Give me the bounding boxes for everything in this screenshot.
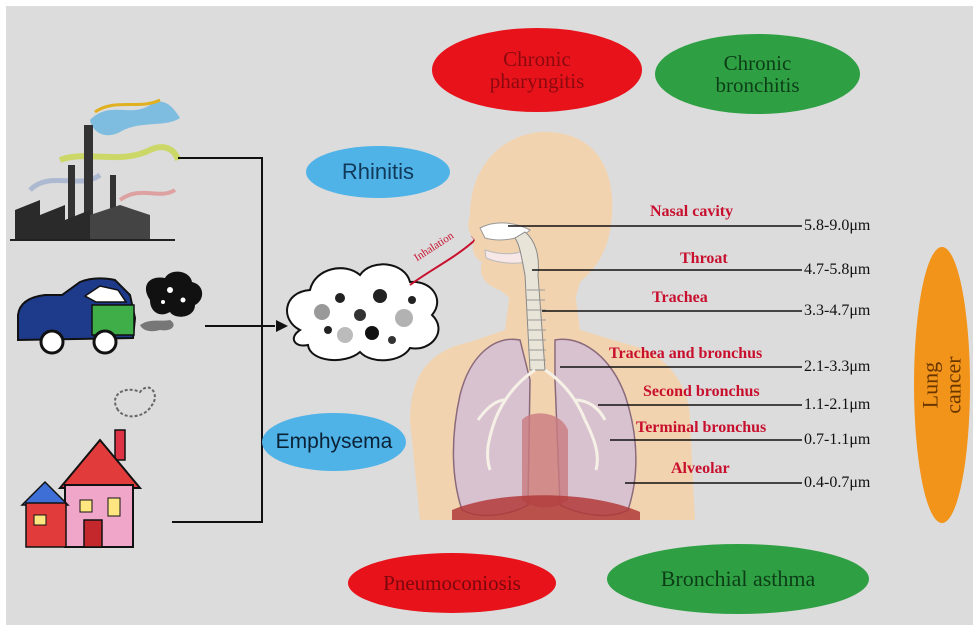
emphysema-label: Emphysema	[276, 431, 393, 453]
region-label-second-bronchus: Second bronchus	[643, 383, 760, 401]
region-label-trachea: Trachea	[652, 289, 708, 307]
region-label-alveolar: Alveolar	[671, 460, 730, 478]
region-label-nasal-cavity: Nasal cavity	[650, 203, 733, 221]
region-label-throat: Throat	[680, 250, 728, 268]
region-label-terminal-bronchus: Terminal bronchus	[636, 419, 766, 437]
size-range-alveolar: 0.4-0.7μm	[804, 474, 870, 492]
lung-cancer-ellipse: Lung cancer	[914, 247, 970, 523]
size-range-throat: 4.7-5.8μm	[804, 261, 870, 279]
chronic-bronchitis-label: Chronic bronchitis	[688, 52, 828, 96]
pneumoconiosis-label: Pneumoconiosis	[383, 572, 521, 594]
lung-cancer-label: Lung cancer	[919, 356, 965, 413]
rhinitis-ellipse: Rhinitis	[306, 146, 450, 198]
region-label-trachea-bronchus: Trachea and bronchus	[609, 345, 762, 363]
size-range-terminal-bronchus: 0.7-1.1μm	[804, 431, 870, 449]
bronchial-asthma-ellipse: Bronchial asthma	[607, 544, 869, 614]
bronchial-asthma-label: Bronchial asthma	[661, 567, 816, 590]
size-range-trachea-bronchus: 2.1-3.3μm	[804, 358, 870, 376]
size-range-nasal-cavity: 5.8-9.0μm	[804, 217, 870, 235]
chronic-pharyngitis-ellipse: Chronic pharyngitis	[432, 28, 642, 112]
chronic-bronchitis-ellipse: Chronic bronchitis	[655, 34, 860, 114]
size-range-trachea: 3.3-4.7μm	[804, 302, 870, 320]
rhinitis-label: Rhinitis	[342, 160, 414, 183]
chronic-pharyngitis-label: Chronic pharyngitis	[462, 48, 612, 92]
size-range-second-bronchus: 1.1-2.1μm	[804, 396, 870, 414]
pneumoconiosis-ellipse: Pneumoconiosis	[348, 553, 556, 613]
emphysema-ellipse: Emphysema	[262, 413, 406, 471]
